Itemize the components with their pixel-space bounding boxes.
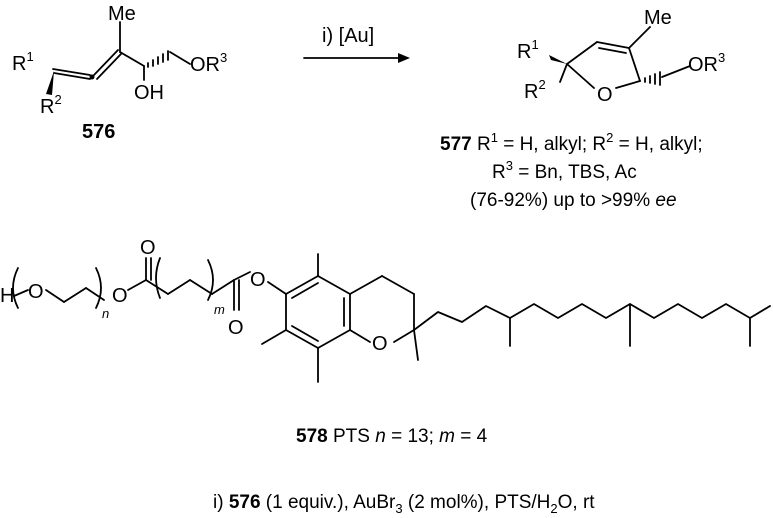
reactant-methyl-label: Me bbox=[108, 3, 136, 25]
peg-repeat-n: n bbox=[102, 306, 109, 321]
aryl-o-bond bbox=[267, 281, 287, 295]
reactant-576-structure: R1 R2 Me OH OR3 576 bbox=[12, 3, 227, 143]
hashed-bond bbox=[147, 50, 169, 68]
chroman-ring-oxygen: O bbox=[372, 333, 388, 355]
reactant-oh-label: OH bbox=[134, 82, 164, 104]
phytyl-chain bbox=[413, 303, 771, 331]
peg-bracket-right bbox=[95, 267, 102, 309]
peg-bond-3 bbox=[85, 287, 105, 301]
chain-repeat-m: m bbox=[214, 302, 225, 317]
compound-label-576: 576 bbox=[82, 121, 115, 143]
aromatic-inner-3 bbox=[291, 325, 319, 342]
ester1-single-oxygen: O bbox=[112, 285, 128, 307]
ester2-aryl-oxygen: O bbox=[250, 269, 266, 291]
chain-bond-1 bbox=[119, 51, 145, 67]
reaction-arrow: i) [Au] bbox=[303, 25, 410, 63]
allene-center-dot bbox=[89, 74, 95, 80]
aromatic-inner-1 bbox=[291, 282, 319, 299]
product-ch2-o-bond bbox=[661, 65, 691, 78]
ester1-carbonyl-oxygen: O bbox=[140, 237, 156, 259]
product-r2-bond bbox=[559, 63, 568, 83]
product-r2-label: R2 bbox=[524, 77, 546, 103]
product-caption-line1: 577 R1 = H, alkyl; R2 = H, alkyl; bbox=[440, 130, 703, 155]
arrow-condition: i) [Au] bbox=[322, 25, 374, 47]
chain-bond-3 bbox=[189, 279, 213, 295]
allene-bond-left-2 bbox=[53, 72, 91, 80]
aromatic-ring bbox=[285, 275, 351, 349]
ring-double-bond bbox=[596, 41, 630, 49]
ring-double-bond-inner bbox=[598, 47, 627, 54]
ester2-bond-c-o bbox=[233, 271, 251, 281]
peg-bond-1 bbox=[45, 289, 65, 303]
product-577-structure: R1 R2 Me O OR3 577 R1 = H, alkyl; R2 = H… bbox=[440, 7, 725, 211]
chroman-bond-2 bbox=[381, 275, 415, 295]
ring-bond-c2-o bbox=[615, 80, 641, 89]
wedge-bond-r2 bbox=[46, 71, 54, 95]
chain-bond-1 bbox=[145, 279, 169, 295]
product-wedge-r1 bbox=[549, 55, 567, 64]
reaction-conditions-footnote: i) 576 (1 equiv.), AuBr3 (2 mol%), PTS/H… bbox=[213, 492, 595, 516]
ester2-carbonyl-oxygen: O bbox=[228, 317, 244, 339]
chain-bracket-right bbox=[207, 259, 214, 301]
reactant-or3-label: OR3 bbox=[190, 50, 227, 76]
product-or3-label: OR3 bbox=[688, 50, 725, 76]
allene-bond-right-2 bbox=[96, 53, 122, 80]
ring-methyl-left bbox=[261, 329, 287, 345]
product-hashed-bond bbox=[644, 71, 661, 86]
peg-h-label: H bbox=[0, 285, 14, 307]
peg-bracket-left bbox=[12, 267, 19, 309]
arrow-head bbox=[398, 53, 410, 63]
surfactant-caption: 578 PTS n = 13; m = 4 bbox=[296, 426, 488, 447]
ester1-bond-o-c bbox=[127, 279, 147, 291]
peg-bond-h-o bbox=[13, 289, 29, 297]
chroman-methyl bbox=[413, 329, 419, 361]
product-methyl-bond bbox=[628, 26, 651, 49]
surfactant-578-structure: H O n O O m O O bbox=[0, 237, 771, 447]
chroman-bond-4 bbox=[393, 329, 415, 343]
product-methyl-label: Me bbox=[644, 7, 672, 29]
product-r1-label: R1 bbox=[517, 37, 539, 63]
product-caption-line2: R3 = Bn, TBS, Ac bbox=[492, 158, 637, 183]
chain-bond-2 bbox=[167, 279, 191, 295]
allene-bond-left bbox=[52, 68, 91, 76]
ring-bond-o-c5 bbox=[566, 63, 595, 89]
r2-label: R2 bbox=[40, 92, 62, 118]
peg-bond-2 bbox=[63, 287, 87, 303]
product-ring-oxygen: O bbox=[597, 84, 613, 106]
r1-label: R1 bbox=[12, 49, 34, 75]
ester2-bond-c-c bbox=[211, 279, 235, 295]
ring-bond-c5-c4 bbox=[566, 41, 598, 65]
ring-bond-c3-c2 bbox=[628, 47, 641, 82]
ch2-o-bond bbox=[169, 51, 191, 65]
chroman-bond-1 bbox=[349, 275, 383, 295]
chain-bracket-left bbox=[155, 257, 161, 299]
product-caption-line3: (76-92%) up to >99% ee bbox=[470, 190, 677, 211]
chroman-bond-5 bbox=[349, 329, 371, 343]
allene-bond-right bbox=[93, 49, 119, 76]
peg-oxygen: O bbox=[28, 281, 44, 303]
